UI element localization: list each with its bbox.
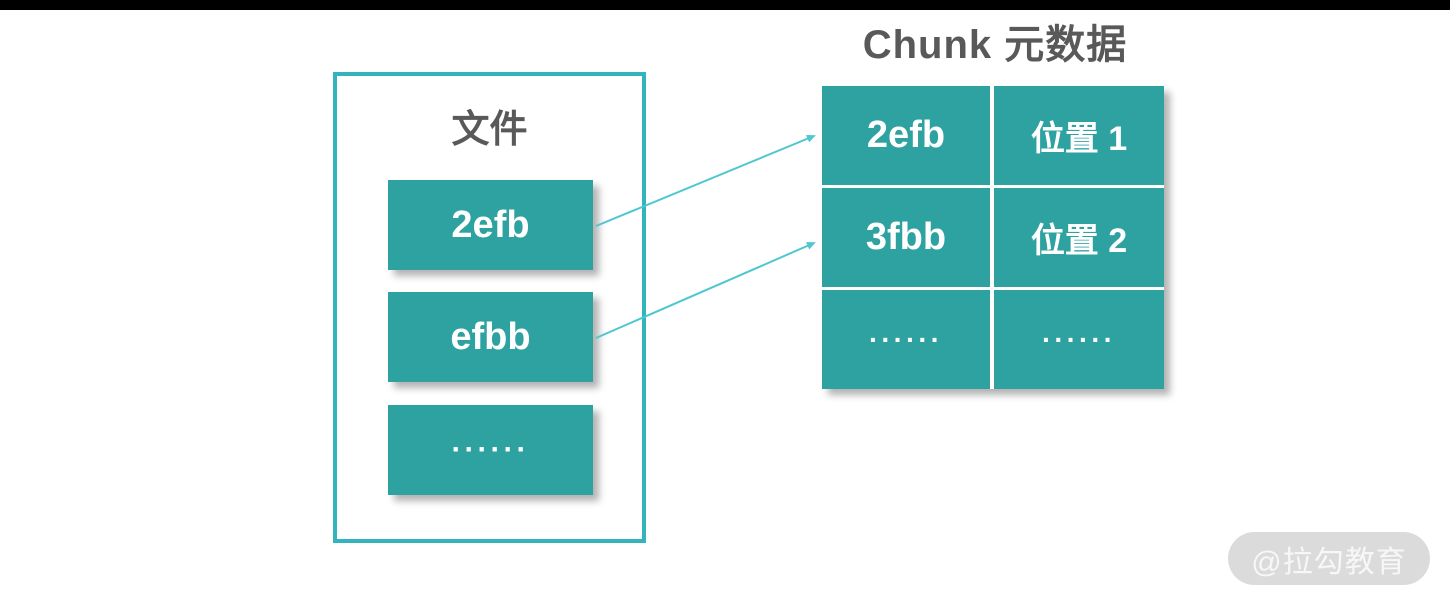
file-box-title: 文件 bbox=[451, 109, 528, 151]
file-chunk-ellipsis: ······ bbox=[388, 405, 593, 495]
metadata-row-1-location: 位置 1 bbox=[994, 86, 1164, 185]
metadata-row-3-chunk: ······ bbox=[822, 290, 990, 389]
chunk-metadata-table: 2efb 位置 1 3fbb 位置 2 ······ ······ bbox=[822, 86, 1164, 389]
watermark-badge: @拉勾教育 bbox=[1228, 532, 1430, 585]
file-chunk-2efb: 2efb bbox=[388, 180, 593, 270]
metadata-row-3-location: ······ bbox=[994, 290, 1164, 389]
metadata-row-1-chunk: 2efb bbox=[822, 86, 990, 185]
file-chunk-efbb: efbb bbox=[388, 292, 593, 382]
top-black-bar bbox=[0, 0, 1450, 10]
metadata-row-2-chunk: 3fbb bbox=[822, 188, 990, 287]
diagram-title: Chunk 元数据 bbox=[862, 23, 1128, 67]
metadata-row-2-location: 位置 2 bbox=[994, 188, 1164, 287]
